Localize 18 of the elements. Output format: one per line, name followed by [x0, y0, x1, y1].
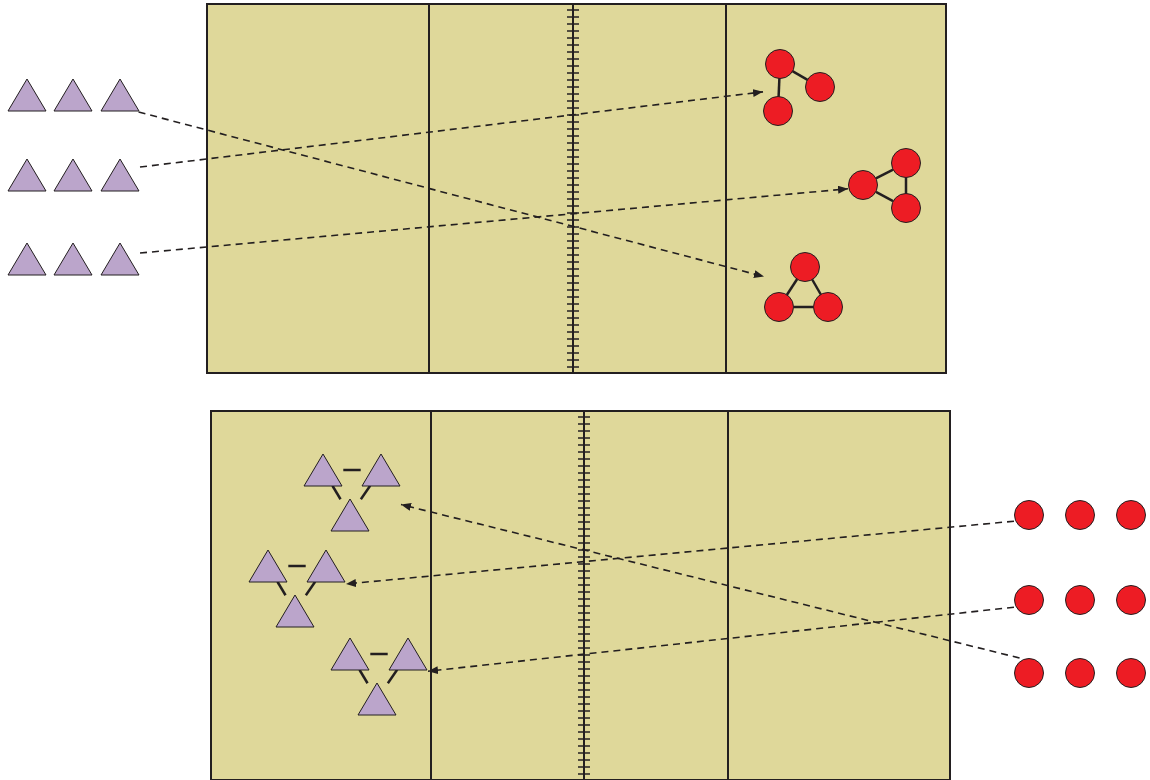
arrow: [400, 503, 1021, 659]
circle-group: [763, 49, 835, 126]
triangle-group: [304, 454, 401, 531]
triangle-group: [8, 158, 140, 192]
circle-group: [1014, 658, 1146, 688]
arrow: [139, 89, 764, 168]
circle-group: [764, 252, 843, 322]
triangle-group: [8, 242, 140, 276]
circle-group: [848, 148, 921, 223]
circle-group: [1014, 500, 1146, 530]
arrow: [139, 185, 849, 254]
triangle-group: [8, 78, 140, 112]
triangle-group: [249, 550, 346, 627]
triangle-group: [331, 638, 428, 715]
circle-group: [1014, 585, 1146, 615]
arrow: [137, 111, 765, 278]
arrow: [427, 606, 1015, 675]
arrow: [345, 520, 1015, 587]
